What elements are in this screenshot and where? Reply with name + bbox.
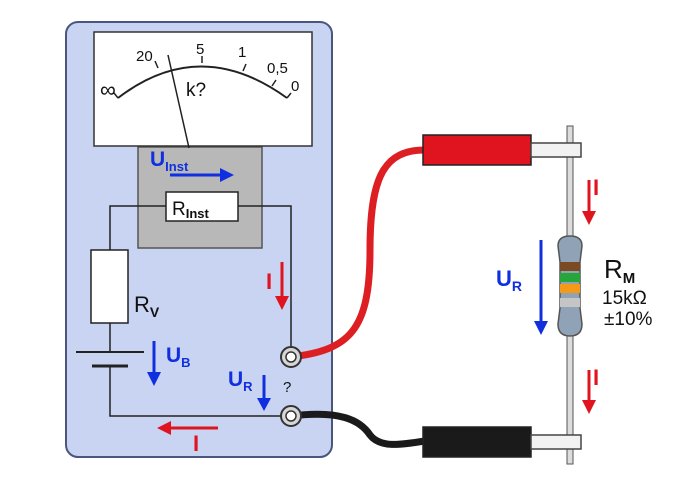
resistor-name-label: RM (604, 254, 635, 287)
rail-current-label-top: I (593, 175, 599, 200)
red-probe-handle[interactable] (422, 134, 532, 166)
scale-label-1: 1 (238, 44, 246, 61)
red-test-lead-wire (287, 146, 429, 361)
meter-current-label-bottom: I (193, 431, 199, 456)
scale-label-0: 0 (291, 78, 299, 95)
resistor-band-orange (560, 284, 580, 293)
u-inst-label: UInst (150, 148, 189, 174)
meter-current-arrowhead-bottom (157, 421, 171, 435)
scale-tick (286, 92, 292, 99)
meter-current-label-right: I (266, 269, 272, 294)
resistor-value-label: 15kΩ (602, 288, 647, 309)
scale-label-5: 5 (196, 41, 204, 58)
red-probe-tip (530, 142, 582, 158)
black-test-lead-wire (287, 410, 429, 448)
r-inst-label: RInst (172, 199, 210, 221)
black-probe-handle[interactable] (422, 426, 532, 458)
resistor-band-brown (560, 262, 580, 271)
meter-needle (167, 54, 190, 149)
scale-tick (242, 63, 247, 72)
u-r-resistor-arrowhead (534, 321, 548, 335)
u-b-label: UB (166, 344, 191, 370)
u-r-meter-label: UR (228, 368, 253, 394)
scale-label-20: 20 (136, 48, 153, 65)
dial-scale-arc (117, 65, 288, 99)
rail-current-arrowhead-top (582, 211, 596, 225)
scale-label-0-5: 0,5 (267, 60, 288, 77)
scale-tick (113, 92, 119, 99)
internal-wire-bottom (109, 366, 283, 417)
scale-tick (154, 60, 159, 69)
internal-wire-left (109, 205, 166, 250)
terminal-mark: ? (283, 379, 291, 396)
resistor-band-green (560, 273, 580, 282)
resistor-band-silver (560, 298, 580, 307)
rv-resistor (90, 249, 129, 324)
scale-label-infinity: ∞ (100, 77, 116, 102)
scale-unit-label: k? (186, 80, 206, 101)
resistor-tolerance-label: ±10% (604, 309, 653, 330)
u-b-arrowhead (147, 372, 161, 386)
internal-wire-right (238, 205, 292, 347)
scale-tick (271, 79, 277, 87)
u-r-meter-arrowhead (257, 398, 271, 411)
r-inst-resistor (165, 191, 239, 222)
u-r-resistor-label: UR (496, 266, 522, 294)
positive-terminal-hole (285, 351, 297, 363)
rail-current-arrowhead-bottom (582, 400, 596, 414)
rail-current-label-bottom: I (593, 365, 599, 390)
rv-label: RV (134, 292, 160, 320)
black-probe-tip (530, 434, 582, 450)
meter-current-arrowhead-right (275, 296, 289, 310)
negative-terminal-hole (285, 410, 297, 422)
u-inst-arrowhead (220, 168, 234, 182)
